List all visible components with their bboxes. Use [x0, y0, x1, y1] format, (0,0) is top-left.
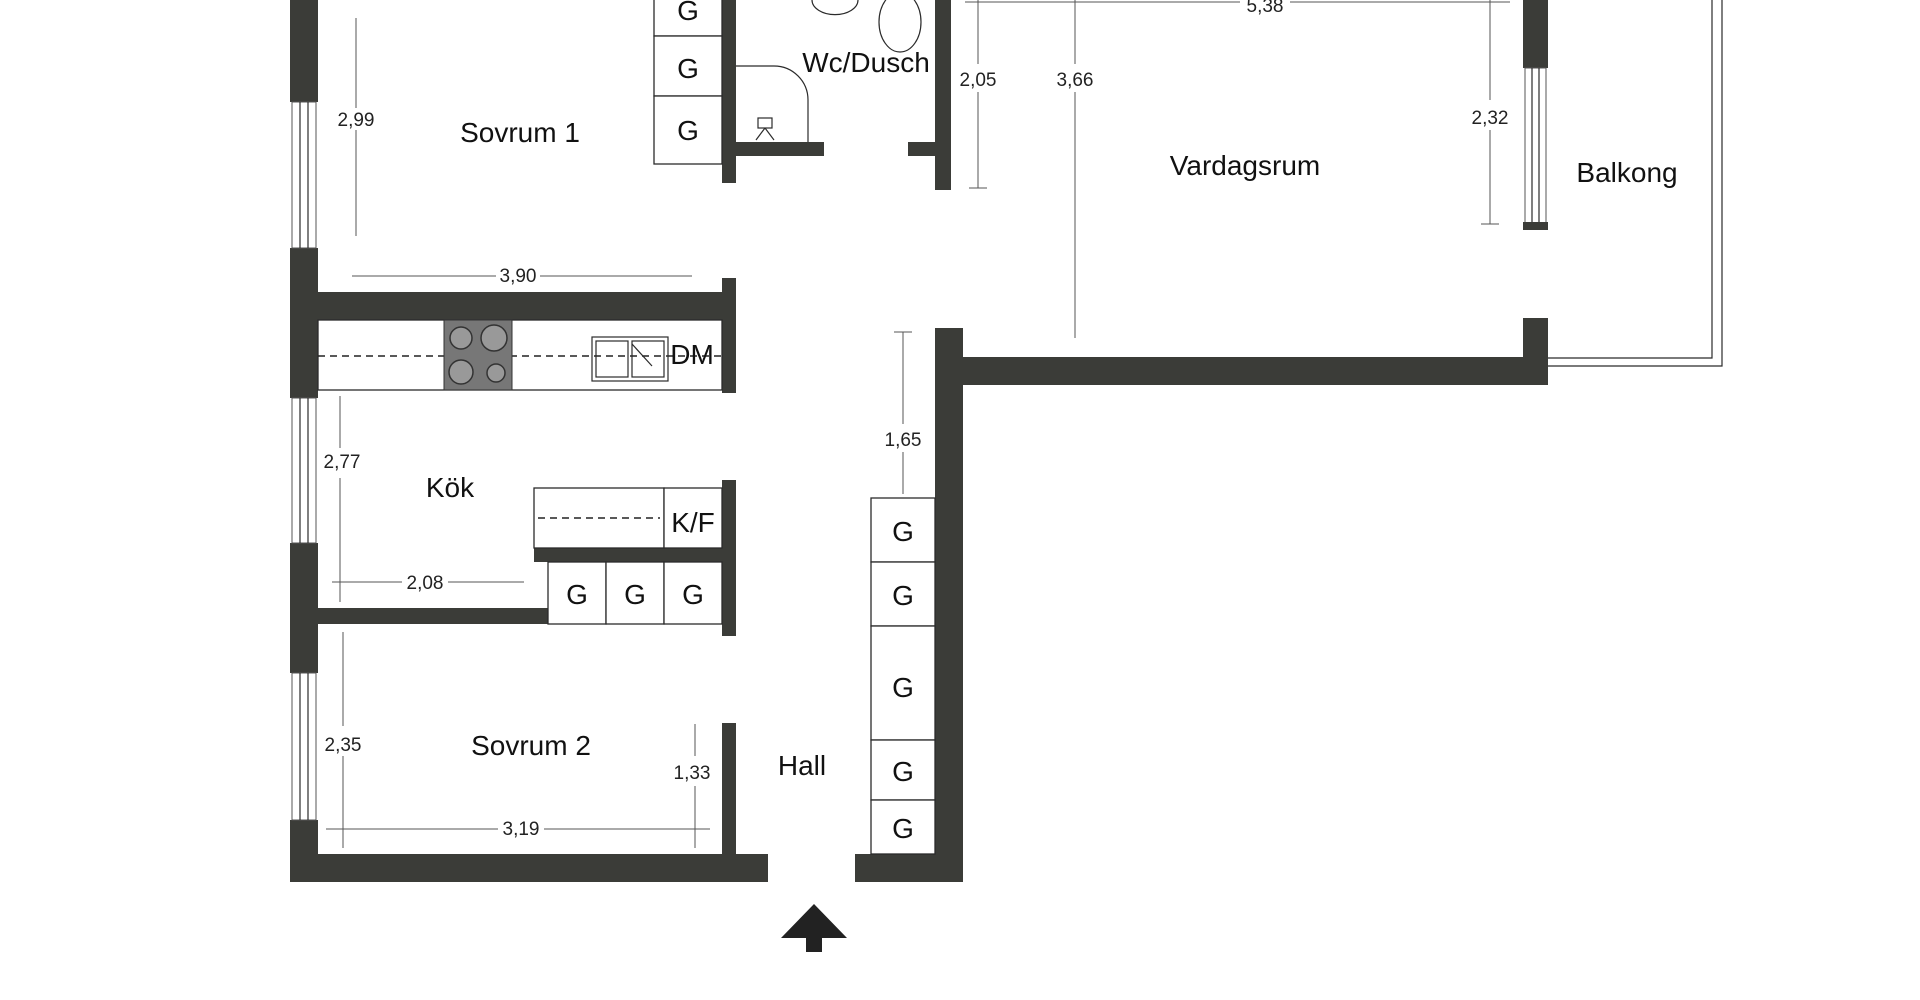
dimension-vardagsrum-205: 2,05	[960, 70, 997, 91]
dimension-lines: 2,99 3,90 5,38 2,05 3,66 2,32 1,65 2,77	[324, 0, 1510, 848]
dishwasher-label: DM	[670, 339, 714, 370]
wardrobe-label: G	[892, 756, 914, 787]
shower-icon	[736, 65, 809, 142]
kitchen-counter-top	[317, 319, 723, 391]
wardrobe-label: G	[682, 579, 704, 610]
window-kok	[291, 397, 317, 544]
wardrobe-label: G	[892, 813, 914, 844]
wardrobe-label: G	[624, 579, 646, 610]
kitchen-storage: K/F G G G	[533, 487, 723, 625]
room-labels: Sovrum 1 Wc/Dusch Vardagsrum Balkong Kök…	[426, 47, 1678, 781]
windows	[291, 67, 1548, 821]
wardrobe-label: G	[677, 53, 699, 84]
hall-wardrobes: G G G G G	[870, 497, 936, 855]
room-label-balkong: Balkong	[1576, 157, 1677, 188]
window-sovrum1	[291, 101, 317, 249]
wall-hall-right	[935, 328, 963, 882]
wardrobe	[870, 799, 936, 855]
wardrobe	[653, 0, 723, 37]
toilet-icon	[878, 0, 922, 53]
wall-wc-left	[722, 0, 736, 183]
wall-wc-right	[935, 0, 951, 190]
wall-sovrum1-bottom	[290, 292, 736, 320]
wardrobe	[653, 95, 723, 165]
walls	[290, 0, 1548, 882]
wardrobe-label: G	[677, 115, 699, 146]
room-label-hall: Hall	[778, 750, 826, 781]
wardrobe	[547, 561, 607, 625]
wall-left-1	[290, 0, 318, 102]
dimension-sovrum2-width: 3,19	[503, 819, 540, 840]
shower-mixer-icon	[757, 117, 773, 129]
dimension-vardagsrum-366: 3,66	[1057, 70, 1094, 91]
fridge-freezer-label: K/F	[671, 507, 715, 538]
wall-sovrum2-right	[722, 723, 736, 882]
wall-kitchen-right-bottom	[722, 480, 736, 636]
sink-icon	[811, 0, 859, 16]
room-label-kok: Kök	[426, 472, 475, 503]
wardrobe-label: G	[677, 0, 699, 26]
wall-left-2	[290, 248, 318, 398]
balcony-outline	[1548, 0, 1723, 367]
fridge-freezer	[663, 487, 723, 549]
dimension-sovrum2-closet: 1,33	[674, 763, 711, 784]
wall-wc-bottom	[736, 142, 824, 156]
dimension-hall-depth: 1,65	[885, 430, 922, 451]
dimension-kok-height: 2,77	[324, 452, 361, 473]
wall-living-right-1	[1523, 0, 1548, 68]
wall-kitchen-closet-top	[534, 548, 734, 562]
wardrobe	[653, 35, 723, 97]
wall-kitchen-right-top	[722, 278, 736, 393]
kitchen-counter: DM	[317, 319, 723, 391]
wall-wc-bottom-right	[908, 142, 936, 156]
dimension-kok-width: 2,08	[407, 573, 444, 594]
wardrobe-label: G	[892, 672, 914, 703]
wc-fixtures	[736, 0, 922, 142]
entrance-arrow-icon	[781, 904, 847, 952]
room-label-vardagsrum: Vardagsrum	[1170, 150, 1320, 181]
wall-living-bottom	[935, 357, 1548, 385]
window-sovrum2	[291, 672, 317, 821]
wall-bottom-left	[290, 854, 768, 882]
dimension-sovrum2-height: 2,35	[325, 735, 362, 756]
wardrobe-label: G	[892, 516, 914, 547]
window-living	[1524, 67, 1547, 229]
dimension-vardagsrum-232: 2,32	[1472, 108, 1509, 129]
wardrobes-sovrum1: G G G	[653, 0, 723, 165]
wall-living-right-2	[1523, 318, 1548, 385]
room-label-sovrum2: Sovrum 2	[471, 730, 591, 761]
wall-kitchen-bottom	[290, 608, 548, 624]
dimension-vardagsrum-width: 5,38	[1247, 0, 1284, 17]
wardrobe-label: G	[892, 580, 914, 611]
kitchen-sink-icon	[591, 336, 669, 382]
wardrobe	[663, 561, 723, 625]
dimension-sovrum1-width: 3,90	[500, 266, 537, 287]
wardrobe	[870, 739, 936, 801]
wardrobe-label: G	[566, 579, 588, 610]
room-label-sovrum1: Sovrum 1	[460, 117, 580, 148]
dimension-sovrum1-height: 2,99	[338, 110, 375, 131]
room-label-wc-dusch: Wc/Dusch	[802, 47, 930, 78]
